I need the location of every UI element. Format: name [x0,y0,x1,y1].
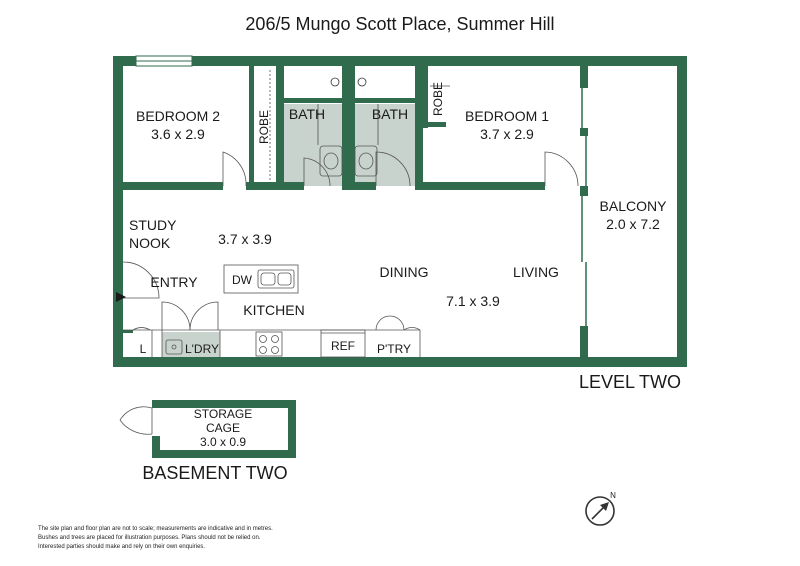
study-size: 3.7 x 3.9 [218,231,272,247]
disclaimer-line: Bushes and trees are placed for illustra… [38,535,261,541]
bedroom1-name: BEDROOM 1 [464,108,549,124]
fridge-label: REF [331,339,355,353]
outer-walls [113,56,687,367]
storage-line1: STORAGE [193,407,253,421]
storage-cage-walls [152,400,296,458]
storage-size: 3.0 x 0.9 [199,435,247,449]
kitchen-label: KITCHEN [243,302,305,318]
pantry-label: P'TRY [376,342,412,356]
bath-right-floor [355,104,415,186]
bath-left-label: BATH [288,106,326,122]
bedroom1-size: 3.7 x 2.9 [480,126,534,142]
level-two-label: LEVEL TWO [578,372,682,392]
dishwasher-label: DW [232,273,252,287]
north-arrow-icon [585,496,615,526]
robe-right-label: ROBE [431,82,445,117]
study-nook-line1: STUDY [129,217,177,233]
interior-walls [113,66,588,361]
compass-north-letter: N [610,491,616,500]
disclaimer-line: The site plan and floor plan are not to … [38,526,273,532]
study-nook-line2: NOOK [129,235,171,251]
bedroom2-size: 3.6 x 2.9 [151,126,205,142]
living-dining-size: 7.1 x 3.9 [446,293,500,309]
entry-arrow-icon [116,292,126,302]
dining-label: DINING [379,264,429,280]
entry-label: ENTRY [150,274,198,290]
robe-left-label: ROBE [257,110,271,145]
laundry-label: L'DRY [184,342,220,356]
bath-left-floor [284,104,342,186]
balcony-name: BALCONY [599,198,667,214]
linen-label: L [139,342,147,356]
basement-two-label: BASEMENT TWO [142,463,288,483]
balcony-size: 2.0 x 7.2 [606,216,660,232]
storage-line2: CAGE [205,421,240,435]
living-label: LIVING [513,264,559,280]
property-address-title: 206/5 Mungo Scott Place, Summer Hill [245,14,555,34]
disclaimer: The site plan and floor plan are not to … [38,525,273,552]
disclaimer-line: Interested parties should make and rely … [38,544,206,550]
bedroom2-name: BEDROOM 2 [135,108,220,124]
bath-right-label: BATH [371,106,409,122]
